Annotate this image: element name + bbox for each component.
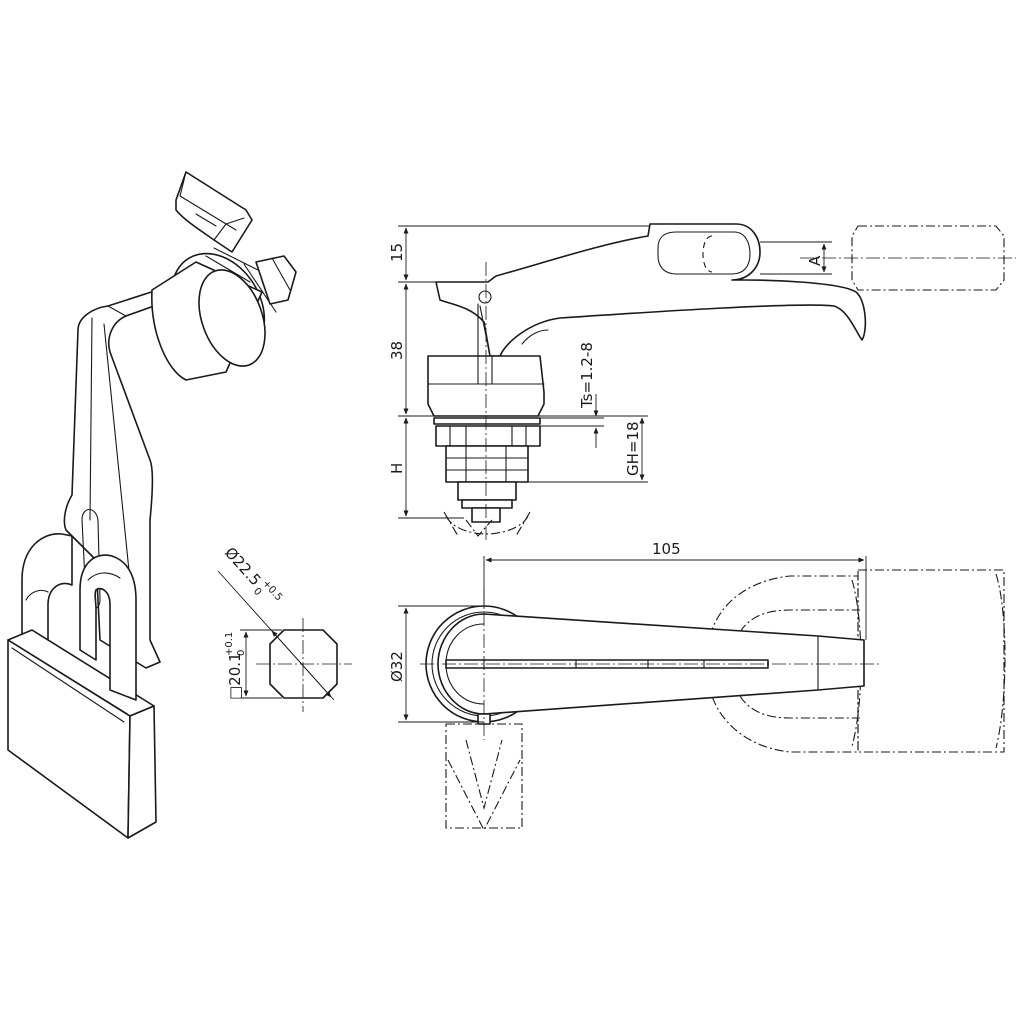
isometric-view [7,171,297,839]
top-view: 105 Ø32 [388,540,1006,832]
panel-cutout-detail: Ø22.5 +0.5 0 □20.1 +0.1 0 [217,544,352,712]
side-view: 15 38 H A Ts=1.2-8 GH=18 [388,223,1016,540]
dim-h-label: H [388,463,406,474]
dim-ts-label: Ts=1.2-8 [578,342,596,409]
svg-text:+0.1: +0.1 [224,632,235,656]
cutout-flat-label: □20.1 [226,652,244,700]
svg-text:0: 0 [236,650,247,656]
padlock-shackle-front [79,554,137,701]
cutout-diameter-label: Ø22.5 [221,544,265,590]
dim-32-label: Ø32 [388,651,406,682]
dim-105-label: 105 [652,540,681,558]
dim-gh-label: GH=18 [624,421,642,476]
padlock-body [7,629,157,839]
svg-text:+0.5: +0.5 [260,578,284,603]
dim-a-label: A [806,255,824,266]
handle-phantom-side [851,225,1005,291]
dim-38-label: 38 [388,341,406,360]
lever-handle-side [435,223,867,357]
handle-grip [175,171,253,253]
dim-15-label: 15 [388,243,406,262]
lock-housing [151,247,297,381]
lever-arm [63,283,183,669]
